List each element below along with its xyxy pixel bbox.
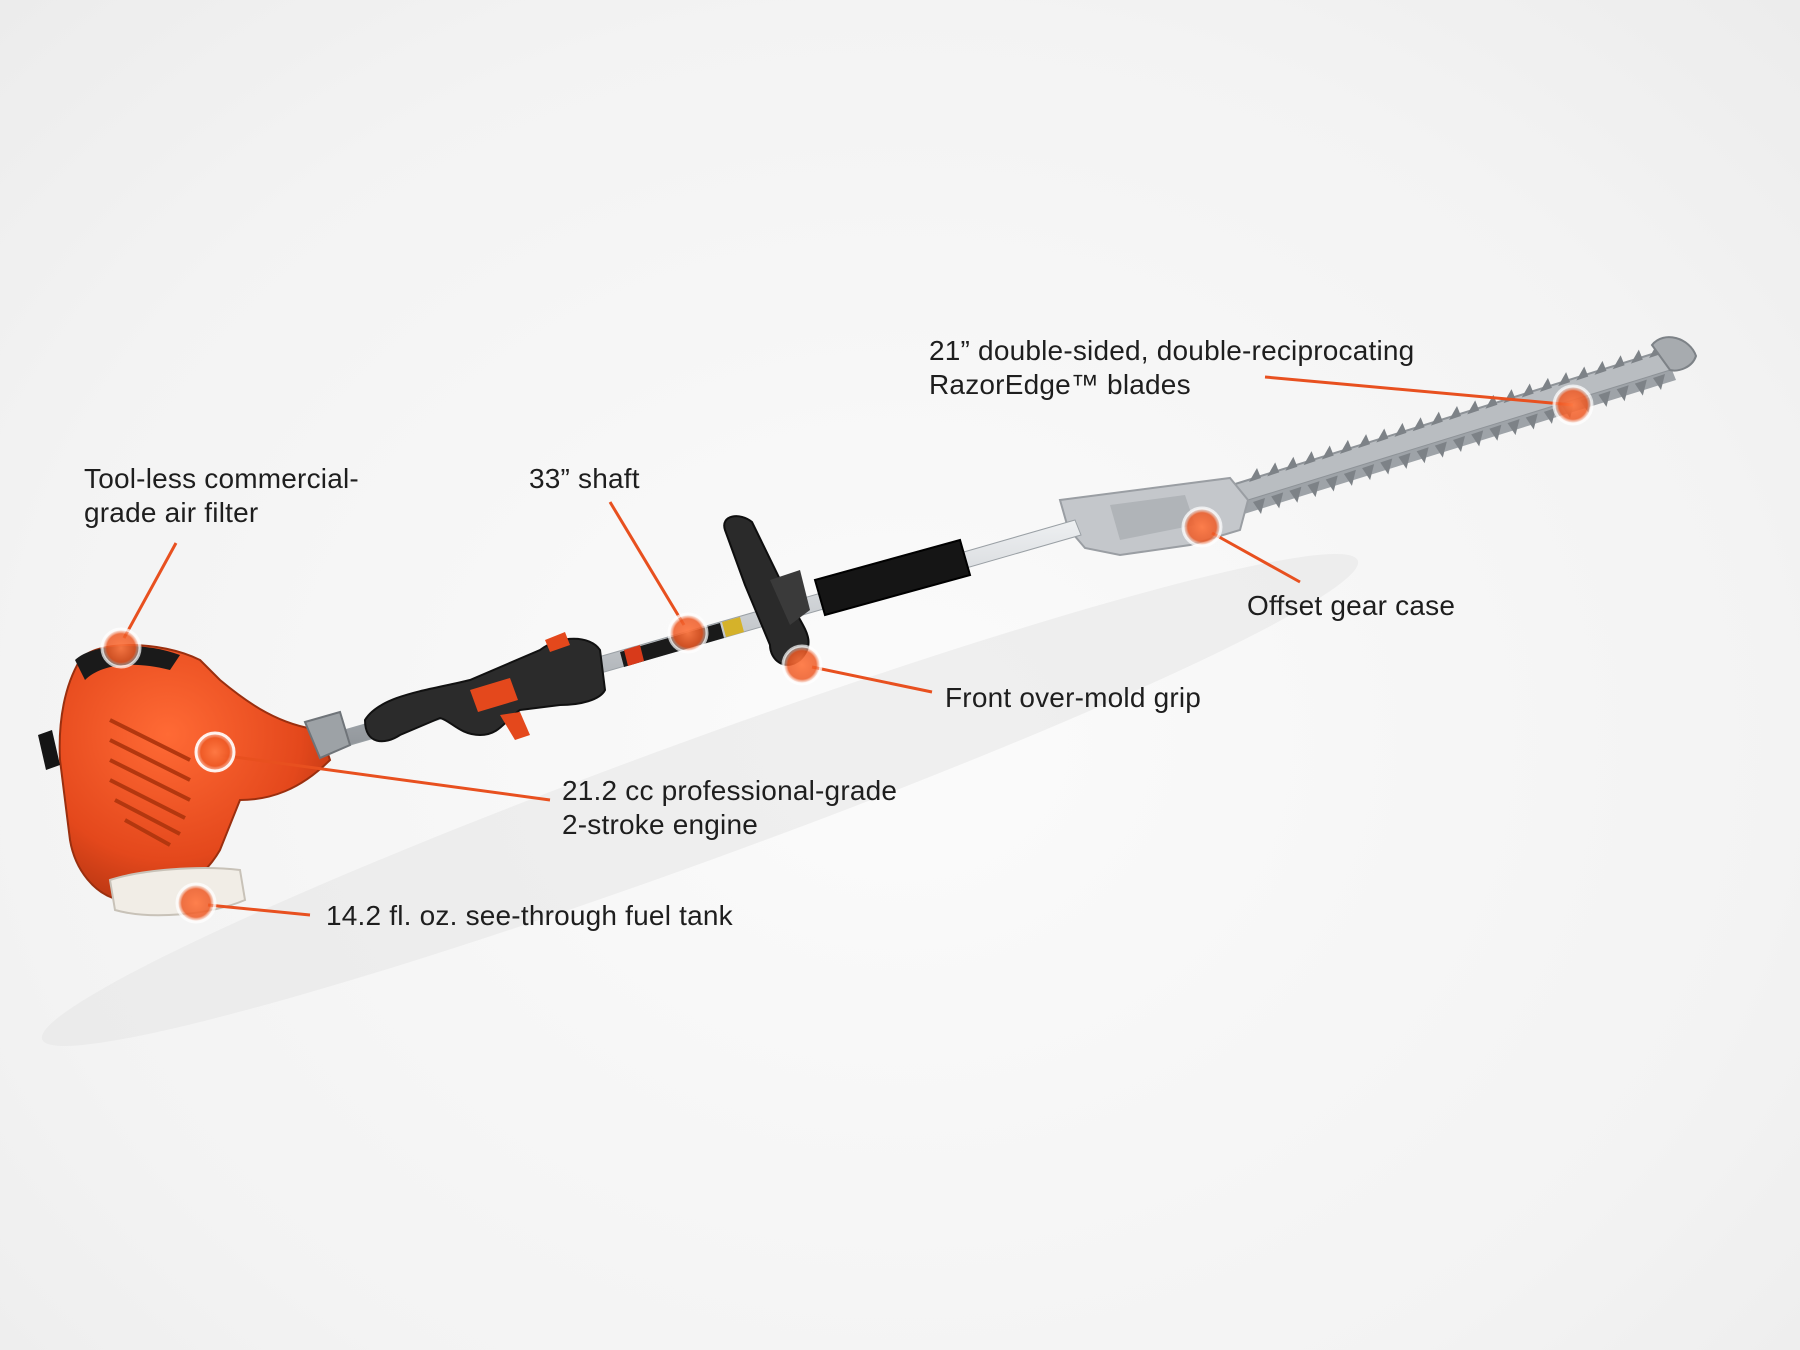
- callout-shaft-line1: 33” shaft: [529, 463, 640, 494]
- rear-foam-grip: [813, 538, 972, 617]
- blade-tooth: [1394, 422, 1407, 437]
- callout-dot-engine: [194, 731, 236, 773]
- blade-tooth: [1376, 428, 1389, 443]
- callout-label-fuel-tank: 14.2 fl. oz. see-through fuel tank: [326, 899, 733, 933]
- leader-line-engine: [219, 753, 551, 802]
- leader-line-filter: [122, 542, 178, 639]
- leader-line-gear: [1211, 531, 1301, 584]
- callout-dot-shaft: [667, 612, 709, 654]
- callout-dot-fuel: [175, 882, 217, 924]
- callout-label-blades: 21” double-sided, double-reciprocating R…: [929, 334, 1414, 402]
- blade-tooth: [1343, 469, 1356, 486]
- blade-tooth: [1539, 377, 1552, 392]
- leader-line-shaft: [608, 501, 686, 626]
- front-loop-handle: [723, 515, 810, 666]
- blade-tooth: [1576, 366, 1589, 381]
- rear-handle: [363, 632, 607, 743]
- callout-engine-line1: 21.2 cc professional-grade: [562, 775, 898, 806]
- ground-shadow: [41, 554, 1359, 1046]
- callout-label-engine: 21.2 cc professional-grade 2-stroke engi…: [562, 774, 897, 842]
- callout-label-shaft: 33” shaft: [529, 462, 640, 496]
- blade-tooth: [1267, 462, 1280, 477]
- callout-engine-line2: 2-stroke engine: [562, 809, 759, 840]
- blade-tooth: [1616, 385, 1629, 402]
- engine-vents: [109, 718, 191, 847]
- blade-tooth: [1543, 407, 1556, 424]
- blade-tooth: [1449, 406, 1461, 420]
- leader-line-fuel: [207, 903, 311, 917]
- blade-tip: [1650, 336, 1698, 372]
- callout-dot-filter: [100, 627, 142, 669]
- blade-tooth: [1453, 436, 1465, 452]
- blade-tooth: [1285, 456, 1298, 471]
- callout-blades-line2: RazorEdge™ blades: [929, 369, 1191, 400]
- starter-handle: [38, 730, 60, 770]
- callout-label-gear-case: Offset gear case: [1247, 589, 1455, 623]
- blade-tooth: [1289, 486, 1302, 503]
- blade-tooth: [1303, 451, 1316, 466]
- blade-tooth: [1249, 468, 1261, 482]
- blade-tooth: [1521, 383, 1534, 398]
- blade-tooth: [1416, 447, 1429, 464]
- blade-tooth: [1467, 400, 1480, 415]
- callout-label-air-filter: Tool-less commercial- grade air filter: [84, 462, 359, 530]
- blade-tooth: [1594, 360, 1607, 375]
- callout-dot-grip: [781, 644, 823, 686]
- blade-tooth: [1612, 355, 1625, 370]
- blade-tooth: [1307, 481, 1320, 498]
- callout-gear-line1: Offset gear case: [1247, 590, 1456, 621]
- blade-tooth: [1558, 372, 1571, 387]
- callout-label-front-grip: Front over-mold grip: [945, 681, 1201, 715]
- callout-grip-line1: Front over-mold grip: [945, 682, 1202, 713]
- engine-connector: [303, 710, 352, 760]
- blade-tooth: [1380, 458, 1393, 475]
- blade-tooth: [1412, 417, 1425, 432]
- callout-dot-gear: [1181, 506, 1223, 548]
- blade-tooth: [1398, 452, 1411, 469]
- blade-tooth: [1430, 411, 1443, 426]
- callout-fuel-line1: 14.2 fl. oz. see-through fuel tank: [326, 900, 733, 931]
- blade-tooth: [1653, 374, 1665, 390]
- blade-tooth: [1253, 498, 1265, 514]
- engine-housing: [38, 644, 352, 917]
- blade-tooth: [1634, 379, 1647, 396]
- blade-tooth: [1339, 439, 1352, 454]
- callout-filter-line2: grade air filter: [84, 497, 259, 528]
- callout-dots: [100, 384, 1594, 924]
- blade-tooth: [1434, 441, 1447, 458]
- callout-filter-line1: Tool-less commercial-: [84, 463, 359, 494]
- blade-tooth: [1325, 475, 1338, 492]
- callout-dot-blades: [1552, 384, 1594, 426]
- blade-tooth: [1271, 492, 1284, 509]
- blade-tooth: [1507, 419, 1520, 436]
- blade-tooth: [1358, 434, 1371, 449]
- blade-teeth: [1249, 344, 1665, 514]
- blade-tooth: [1489, 424, 1502, 441]
- callout-blades-line1: 21” double-sided, double-reciprocating: [929, 335, 1415, 366]
- blade-tooth: [1630, 349, 1643, 364]
- leader-line-grip: [811, 665, 933, 694]
- blade-tooth: [1598, 390, 1611, 407]
- gear-case: [1058, 476, 1250, 557]
- blade-tooth: [1525, 413, 1538, 430]
- blade-tooth: [1321, 445, 1334, 460]
- leader-lines: [122, 375, 1574, 917]
- blade-tooth: [1471, 430, 1484, 447]
- leader-line-blades: [1264, 375, 1574, 407]
- blade-tooth: [1362, 464, 1375, 481]
